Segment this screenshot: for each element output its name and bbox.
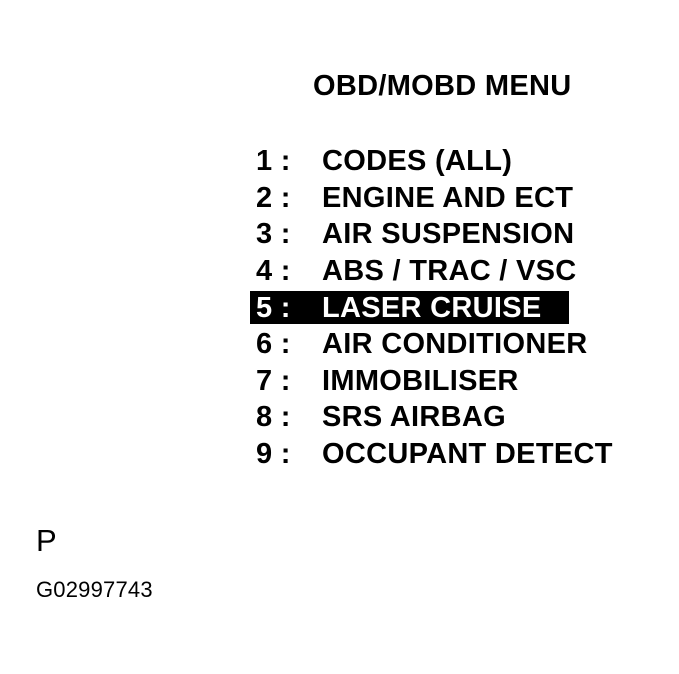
selection-highlight [250,291,569,325]
menu-item-srs-airbag[interactable]: 8 : SRS AIRBAG [250,399,613,436]
figure-code: G02997743 [36,577,153,602]
menu-item-label: CODES (ALL) [322,145,513,178]
menu-item-immobiliser[interactable]: 7 : IMMOBILISER [250,363,613,400]
menu-item-number: 3 : [256,218,291,251]
menu-list: 1 : CODES (ALL) 2 : ENGINE AND ECT 3 : A… [250,143,613,472]
menu-item-number: 7 : [256,364,291,397]
menu-item-occupant-detect[interactable]: 9 : OCCUPANT DETECT [250,436,613,473]
menu-item-label: LASER CRUISE [322,291,542,324]
menu-item-number: 9 : [256,438,291,471]
menu-item-abs-trac-vsc[interactable]: 4 : ABS / TRAC / VSC [250,253,613,290]
menu-item-engine-and-ect[interactable]: 2 : ENGINE AND ECT [250,180,613,217]
menu-item-laser-cruise-selected[interactable]: 5 : LASER CRUISE [250,289,613,326]
menu-item-label: SRS AIRBAG [322,401,506,434]
menu-item-codes-all[interactable]: 1 : CODES (ALL) [250,143,613,180]
menu-item-label: IMMOBILISER [322,364,519,397]
corner-letter: P [36,523,57,558]
menu-item-number: 8 : [256,401,291,434]
menu-item-number: 5 : [256,291,291,324]
menu-item-number: 2 : [256,181,291,214]
menu-item-label: AIR SUSPENSION [322,218,575,251]
menu-item-label: ABS / TRAC / VSC [322,255,577,288]
menu-item-number: 4 : [256,255,291,288]
menu-title: OBD/MOBD MENU [313,70,572,102]
menu-item-number: 6 : [256,328,291,361]
menu-item-label: OCCUPANT DETECT [322,438,613,471]
menu-item-air-conditioner[interactable]: 6 : AIR CONDITIONER [250,326,613,363]
menu-item-label: AIR CONDITIONER [322,328,588,361]
menu-item-number: 1 : [256,145,291,178]
menu-item-air-suspension[interactable]: 3 : AIR SUSPENSION [250,216,613,253]
menu-item-label: ENGINE AND ECT [322,181,574,214]
